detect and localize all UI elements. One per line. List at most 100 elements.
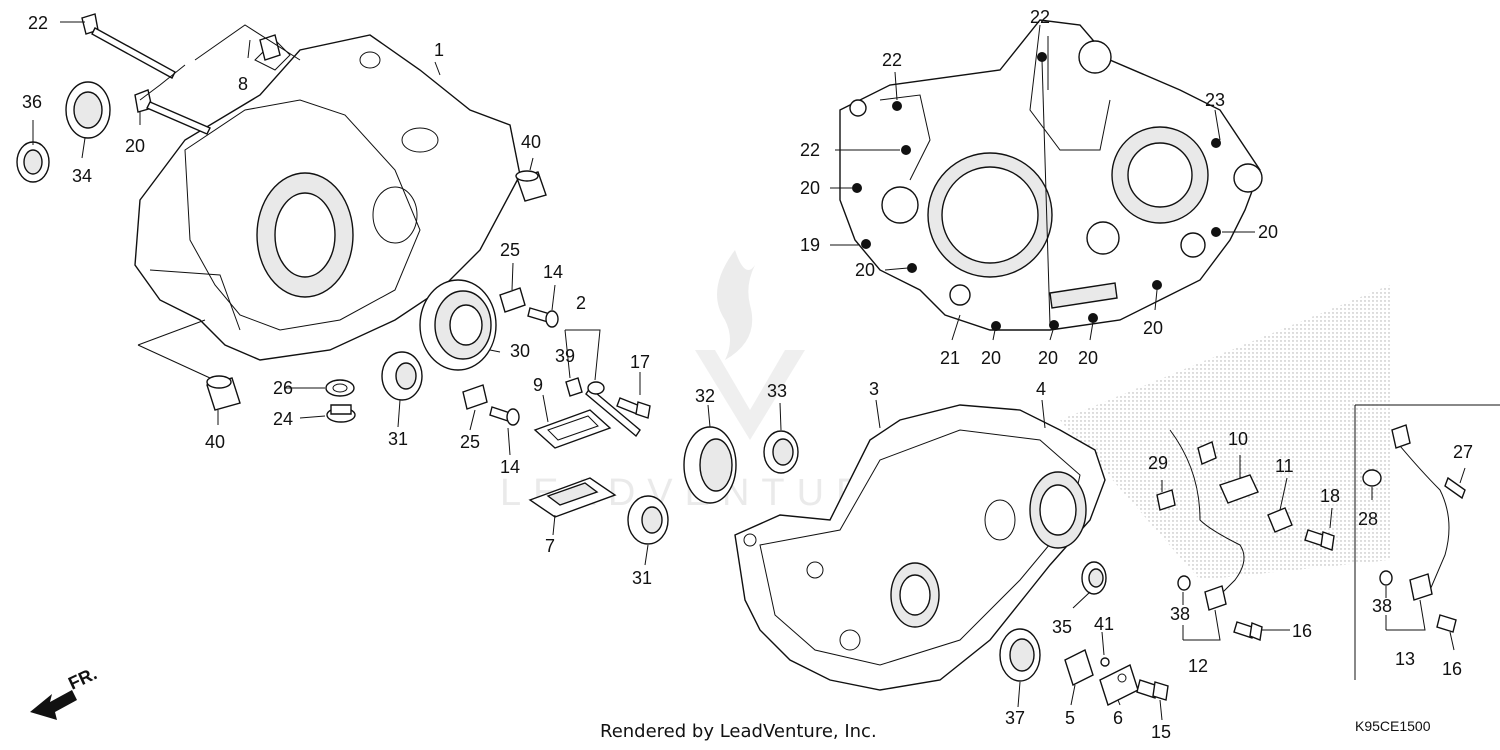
callout-37: 37 [1005, 708, 1025, 728]
callout-22: 22 [1030, 7, 1050, 27]
clamp-11 [1267, 507, 1293, 533]
callout-16: 16 [1442, 659, 1462, 679]
callout-19: 19 [800, 235, 820, 255]
callout-7: 7 [545, 536, 555, 556]
callout-20: 20 [1078, 348, 1098, 368]
bolt-17 [616, 397, 651, 419]
bolt-14-top [527, 307, 559, 328]
callouts: 22 1 8 36 34 20 40 40 25 14 2 39 17 30 9… [22, 7, 1473, 742]
callout-31: 31 [388, 429, 408, 449]
callout-30: 30 [510, 341, 530, 361]
callout-21: 21 [940, 348, 960, 368]
callout-34: 34 [72, 166, 92, 186]
right-crankcase-inner-view [839, 19, 1263, 331]
front-label: FR. [65, 663, 100, 693]
diagram-code: K95CE1500 [1355, 718, 1431, 734]
seal-35 [1081, 561, 1107, 595]
dowel-pin-40-top [515, 170, 547, 202]
callout-14: 14 [500, 457, 520, 477]
callout-33: 33 [767, 381, 787, 401]
callout-40: 40 [205, 432, 225, 452]
bolt-22-left [81, 13, 176, 79]
callout-36: 36 [22, 92, 42, 112]
oil-seal-33 [763, 430, 799, 474]
callout-20: 20 [125, 136, 145, 156]
right-crankcase [734, 404, 1106, 691]
callout-23: 23 [1205, 90, 1225, 110]
plate-5 [1064, 649, 1094, 686]
callout-20: 20 [855, 260, 875, 280]
callout-2: 2 [576, 293, 586, 313]
left-crankcase [134, 34, 521, 361]
callout-15: 15 [1151, 722, 1171, 742]
plate-25-bottom [462, 384, 488, 410]
clip-8 [259, 34, 281, 61]
callout-26: 26 [273, 378, 293, 398]
callout-20: 20 [1038, 348, 1058, 368]
bearing-32 [683, 426, 737, 504]
callout-20: 20 [800, 178, 820, 198]
callout-41: 41 [1094, 614, 1114, 634]
callout-20: 20 [1258, 222, 1278, 242]
bearing-31-right [627, 495, 669, 545]
callout-39: 39 [555, 346, 575, 366]
bolt-20-left [134, 89, 211, 135]
bearing-30 [419, 279, 497, 371]
bolt-14-bottom [489, 406, 520, 426]
dotted-projection-area [1060, 285, 1390, 580]
o-ring-38-left [1177, 575, 1191, 591]
plate-6 [1099, 664, 1139, 706]
oil-seal-34 [65, 81, 111, 139]
oil-pipe-2 [585, 381, 641, 438]
leader-lines [32, 21, 1466, 721]
callout-16: 16 [1292, 621, 1312, 641]
callout-40: 40 [521, 132, 541, 152]
callout-25: 25 [460, 432, 480, 452]
callout-22: 22 [800, 140, 820, 160]
callout-24: 24 [273, 409, 293, 429]
callout-27: 27 [1453, 442, 1473, 462]
bolt-holes [852, 52, 1221, 331]
pin-39 [565, 377, 583, 397]
washer-26 [325, 379, 355, 397]
dowel-pin-40-bottom [206, 375, 241, 411]
callout-35: 35 [1052, 617, 1072, 637]
bolt-15 [1136, 679, 1169, 701]
callout-20: 20 [981, 348, 1001, 368]
plug-24 [326, 404, 356, 423]
callout-38: 38 [1170, 604, 1190, 624]
clamp-10 [1219, 474, 1259, 504]
sensor-harness-12 [1169, 429, 1245, 611]
callout-6: 6 [1113, 708, 1123, 728]
callout-10: 10 [1228, 429, 1248, 449]
callout-9: 9 [533, 375, 543, 395]
callout-8: 8 [238, 74, 248, 94]
callout-18: 18 [1320, 486, 1340, 506]
callout-29: 29 [1148, 453, 1168, 473]
callout-4: 4 [1036, 379, 1046, 399]
callout-12: 12 [1188, 656, 1208, 676]
callout-25: 25 [500, 240, 520, 260]
bolt-16-left [1233, 621, 1263, 641]
callout-11: 11 [1275, 456, 1294, 476]
callout-17: 17 [630, 352, 650, 372]
strainer-7 [528, 477, 617, 518]
callout-22: 22 [28, 13, 48, 33]
callout-5: 5 [1065, 708, 1075, 728]
gasket-9 [533, 409, 612, 449]
callout-1: 1 [434, 40, 444, 60]
callout-22: 22 [882, 50, 902, 70]
seal-36 [16, 141, 50, 183]
plate-25-top [499, 287, 526, 313]
callout-38: 38 [1372, 596, 1392, 616]
callout-3: 3 [869, 379, 879, 399]
footer-credit: Rendered by LeadVenture, Inc. [600, 721, 877, 742]
callout-20: 20 [1143, 318, 1163, 338]
oil-seal-37 [999, 628, 1041, 682]
callout-31: 31 [632, 568, 652, 588]
inset-box [1354, 404, 1500, 680]
bolt-18 [1304, 529, 1335, 551]
callout-28: 28 [1358, 509, 1378, 529]
